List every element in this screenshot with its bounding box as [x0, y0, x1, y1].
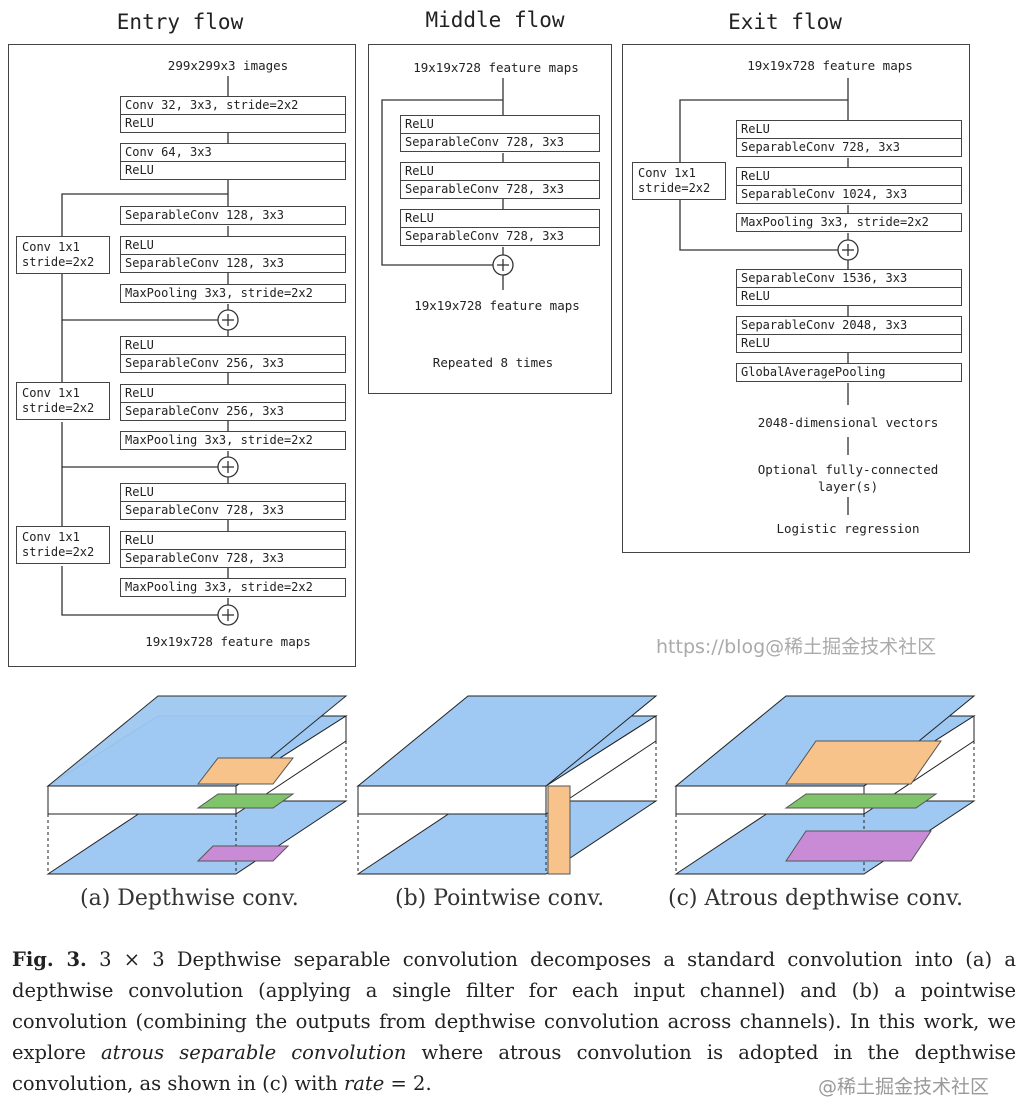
- caption-emph: atrous separable convolution: [101, 1041, 407, 1064]
- entry-skip-conv-2: Conv 1x1 stride=2x2: [16, 382, 110, 420]
- entry-b2-relu-sep1: ReLU SeparableConv 256, 3x3: [120, 336, 346, 373]
- flow-connectors: [61, 76, 859, 626]
- entry-b1-pool-label: MaxPooling 3x3, stride=2x2: [125, 286, 313, 300]
- exit-u1-relu: ReLU: [741, 122, 770, 136]
- exit-pool-label: MaxPooling 3x3, stride=2x2: [741, 215, 929, 229]
- exit-sep2048-block: SeparableConv 2048, 3x3 ReLU: [736, 316, 962, 353]
- entry-conv32-block: Conv 32, 3x3, stride=2x2 ReLU: [120, 96, 346, 133]
- middle-u1-relu: ReLU: [405, 117, 434, 131]
- entry-conv32: Conv 32, 3x3, stride=2x2: [125, 98, 299, 112]
- middle-input-label: 19x19x728 feature maps: [413, 60, 579, 75]
- entry-output-label: 19x19x728 feature maps: [145, 634, 311, 649]
- entry-conv64: Conv 64, 3x3: [125, 145, 212, 159]
- panel-a-depthwise: [46, 695, 348, 875]
- exit-gap: GlobalAveragePooling: [736, 363, 962, 382]
- middle-u2-sep: SeparableConv 728, 3x3: [401, 180, 599, 198]
- middle-u3-sep: SeparableConv 728, 3x3: [401, 227, 599, 245]
- entry-flow-panel: [8, 44, 356, 667]
- exit-skip-line2: stride=2x2: [638, 181, 711, 195]
- exit-vectors-label: 2048-dimensional vectors: [757, 415, 939, 430]
- entry-input-label: 299x299x3 images: [167, 58, 289, 73]
- exit-logistic-label: Logistic regression: [776, 521, 920, 536]
- subcaption-c: (c) Atrous depthwise conv.: [668, 886, 963, 911]
- entry-skip2-line2: stride=2x2: [22, 401, 95, 415]
- exit-input-label: 19x19x728 feature maps: [747, 58, 913, 73]
- entry-b3-relu2: ReLU: [125, 533, 154, 547]
- middle-unit-3: ReLU SeparableConv 728, 3x3: [400, 209, 600, 246]
- entry-b1-relu-sep: ReLU SeparableConv 128, 3x3: [120, 236, 346, 273]
- entry-flow-title: Entry flow: [116, 10, 244, 34]
- entry-b3-sep2: SeparableConv 728, 3x3: [121, 549, 345, 567]
- middle-unit-2: ReLU SeparableConv 728, 3x3: [400, 162, 600, 199]
- middle-u2-relu: ReLU: [405, 164, 434, 178]
- exit-sep1536-relu: ReLU: [737, 287, 961, 305]
- exit-sep1536: SeparableConv 1536, 3x3: [741, 271, 908, 285]
- middle-output-label: 19x19x728 feature maps: [414, 298, 580, 313]
- exit-fc-line2: layer(s): [817, 479, 879, 494]
- entry-b1-pool: MaxPooling 3x3, stride=2x2: [120, 284, 346, 303]
- middle-unit-1: ReLU SeparableConv 728, 3x3: [400, 115, 600, 152]
- caption-part1: 3 × 3 Depthwise separable convolution de…: [12, 948, 1017, 1064]
- middle-u1-sep: SeparableConv 728, 3x3: [401, 133, 599, 151]
- subcaption-b: (b) Pointwise conv.: [395, 886, 605, 911]
- watermark-top: https://blog@稀土掘金技术社区: [656, 636, 937, 658]
- caption-part3: = 2.: [384, 1072, 432, 1095]
- exit-u2-sep: SeparableConv 1024, 3x3: [737, 185, 961, 203]
- entry-b2-relu2: ReLU: [125, 386, 154, 400]
- entry-skip-conv-1: Conv 1x1 stride=2x2: [16, 236, 110, 274]
- entry-conv64-relu: ReLU: [121, 161, 345, 179]
- entry-skip1-line2: stride=2x2: [22, 255, 95, 269]
- entry-skip3-line1: Conv 1x1: [22, 530, 80, 544]
- entry-skip1-line1: Conv 1x1: [22, 240, 80, 254]
- exit-sep2048-relu: ReLU: [737, 334, 961, 352]
- subcaption-a: (a) Depthwise conv.: [80, 886, 299, 911]
- entry-b1-relu: ReLU: [125, 238, 154, 252]
- exit-gap-label: GlobalAveragePooling: [741, 365, 886, 379]
- middle-repeat-label: Repeated 8 times: [432, 355, 554, 370]
- entry-b2-pool: MaxPooling 3x3, stride=2x2: [120, 431, 346, 450]
- entry-b3-pool-label: MaxPooling 3x3, stride=2x2: [125, 580, 313, 594]
- entry-b3-relu-sep2: ReLU SeparableConv 728, 3x3: [120, 531, 346, 568]
- entry-b2-relu-sep2: ReLU SeparableConv 256, 3x3: [120, 384, 346, 421]
- exit-u1-sep: SeparableConv 728, 3x3: [737, 138, 961, 156]
- middle-flow-panel: [368, 44, 612, 394]
- caption-rate: rate: [343, 1072, 385, 1095]
- caption-label: Fig. 3.: [12, 948, 87, 971]
- entry-conv64-block: Conv 64, 3x3 ReLU: [120, 143, 346, 180]
- entry-b1-sep-label: SeparableConv 128, 3x3: [125, 208, 284, 222]
- entry-b2-sep2: SeparableConv 256, 3x3: [121, 402, 345, 420]
- entry-conv32-relu: ReLU: [121, 114, 345, 132]
- watermark-bottom: @稀土掘金技术社区: [818, 1076, 990, 1098]
- exit-fc-line1: Optional fully-connected: [757, 462, 939, 477]
- figure-caption: Fig. 3. 3 × 3 Depthwise separable convol…: [12, 944, 1016, 1099]
- entry-b1-sep: SeparableConv 128, 3x3: [120, 206, 346, 225]
- exit-unit-2: ReLU SeparableConv 1024, 3x3: [736, 167, 962, 204]
- panel-b-pointwise: [356, 695, 658, 875]
- entry-b3-pool: MaxPooling 3x3, stride=2x2: [120, 578, 346, 597]
- panel-c-atrous: [674, 695, 976, 875]
- exit-sep1536-block: SeparableConv 1536, 3x3 ReLU: [736, 269, 962, 306]
- exit-unit-1: ReLU SeparableConv 728, 3x3: [736, 120, 962, 157]
- entry-b3-relu-sep1: ReLU SeparableConv 728, 3x3: [120, 483, 346, 520]
- exit-skip-conv: Conv 1x1 stride=2x2: [632, 162, 726, 200]
- entry-skip-conv-3: Conv 1x1 stride=2x2: [16, 526, 110, 564]
- entry-b2-relu1: ReLU: [125, 338, 154, 352]
- exit-flow-title: Exit flow: [728, 10, 842, 34]
- entry-b2-pool-label: MaxPooling 3x3, stride=2x2: [125, 433, 313, 447]
- entry-b3-relu1: ReLU: [125, 485, 154, 499]
- entry-skip3-line2: stride=2x2: [22, 545, 95, 559]
- middle-u3-relu: ReLU: [405, 211, 434, 225]
- exit-skip-line1: Conv 1x1: [638, 166, 696, 180]
- entry-skip2-line1: Conv 1x1: [22, 386, 80, 400]
- entry-b1-sep2: SeparableConv 128, 3x3: [121, 254, 345, 272]
- middle-flow-title: Middle flow: [425, 8, 565, 32]
- exit-u2-relu: ReLU: [741, 169, 770, 183]
- entry-b3-sep1: SeparableConv 728, 3x3: [121, 501, 345, 519]
- entry-b2-sep1: SeparableConv 256, 3x3: [121, 354, 345, 372]
- caption-part2: where atrous convolution is adopted in t…: [12, 1041, 1016, 1095]
- exit-flow-panel: [622, 44, 970, 553]
- exit-pool: MaxPooling 3x3, stride=2x2: [736, 213, 962, 232]
- exit-sep2048: SeparableConv 2048, 3x3: [741, 318, 908, 332]
